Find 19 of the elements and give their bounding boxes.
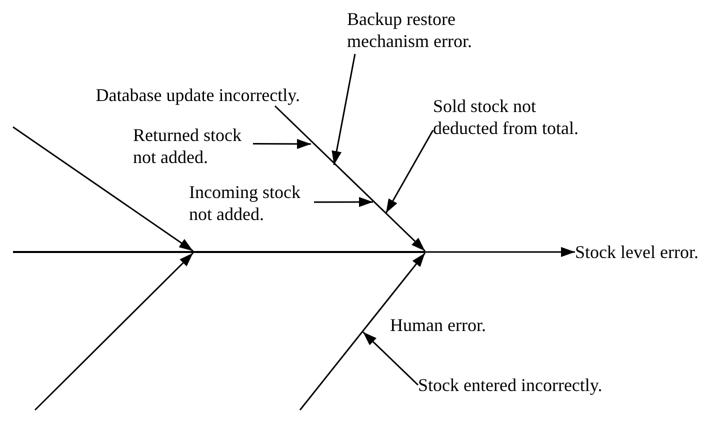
cause-text: Stock entered incorrectly.: [418, 374, 604, 396]
arrow: [253, 138, 311, 149]
arrow: [34, 252, 194, 411]
arrow: [385, 130, 434, 214]
cause-text: Stock level error.: [575, 241, 700, 263]
arrow: [425, 247, 575, 257]
cause-text: Sold stock not deducted from total.: [433, 95, 580, 139]
cause-text: Returned stock not added.: [133, 124, 242, 168]
cause-text: Database update incorrectly.: [94, 84, 300, 106]
category-label: Human error.: [390, 314, 486, 336]
arrow: [274, 105, 426, 252]
spine-line: [13, 251, 425, 253]
cause-text: Backup restore mechanism error.: [347, 8, 473, 52]
arrow: [314, 197, 373, 208]
cause-text: Incoming stock not added.: [189, 181, 302, 225]
arrow: [362, 331, 419, 386]
arrow: [332, 54, 356, 166]
arrow: [299, 252, 426, 410]
arrow: [12, 126, 194, 252]
